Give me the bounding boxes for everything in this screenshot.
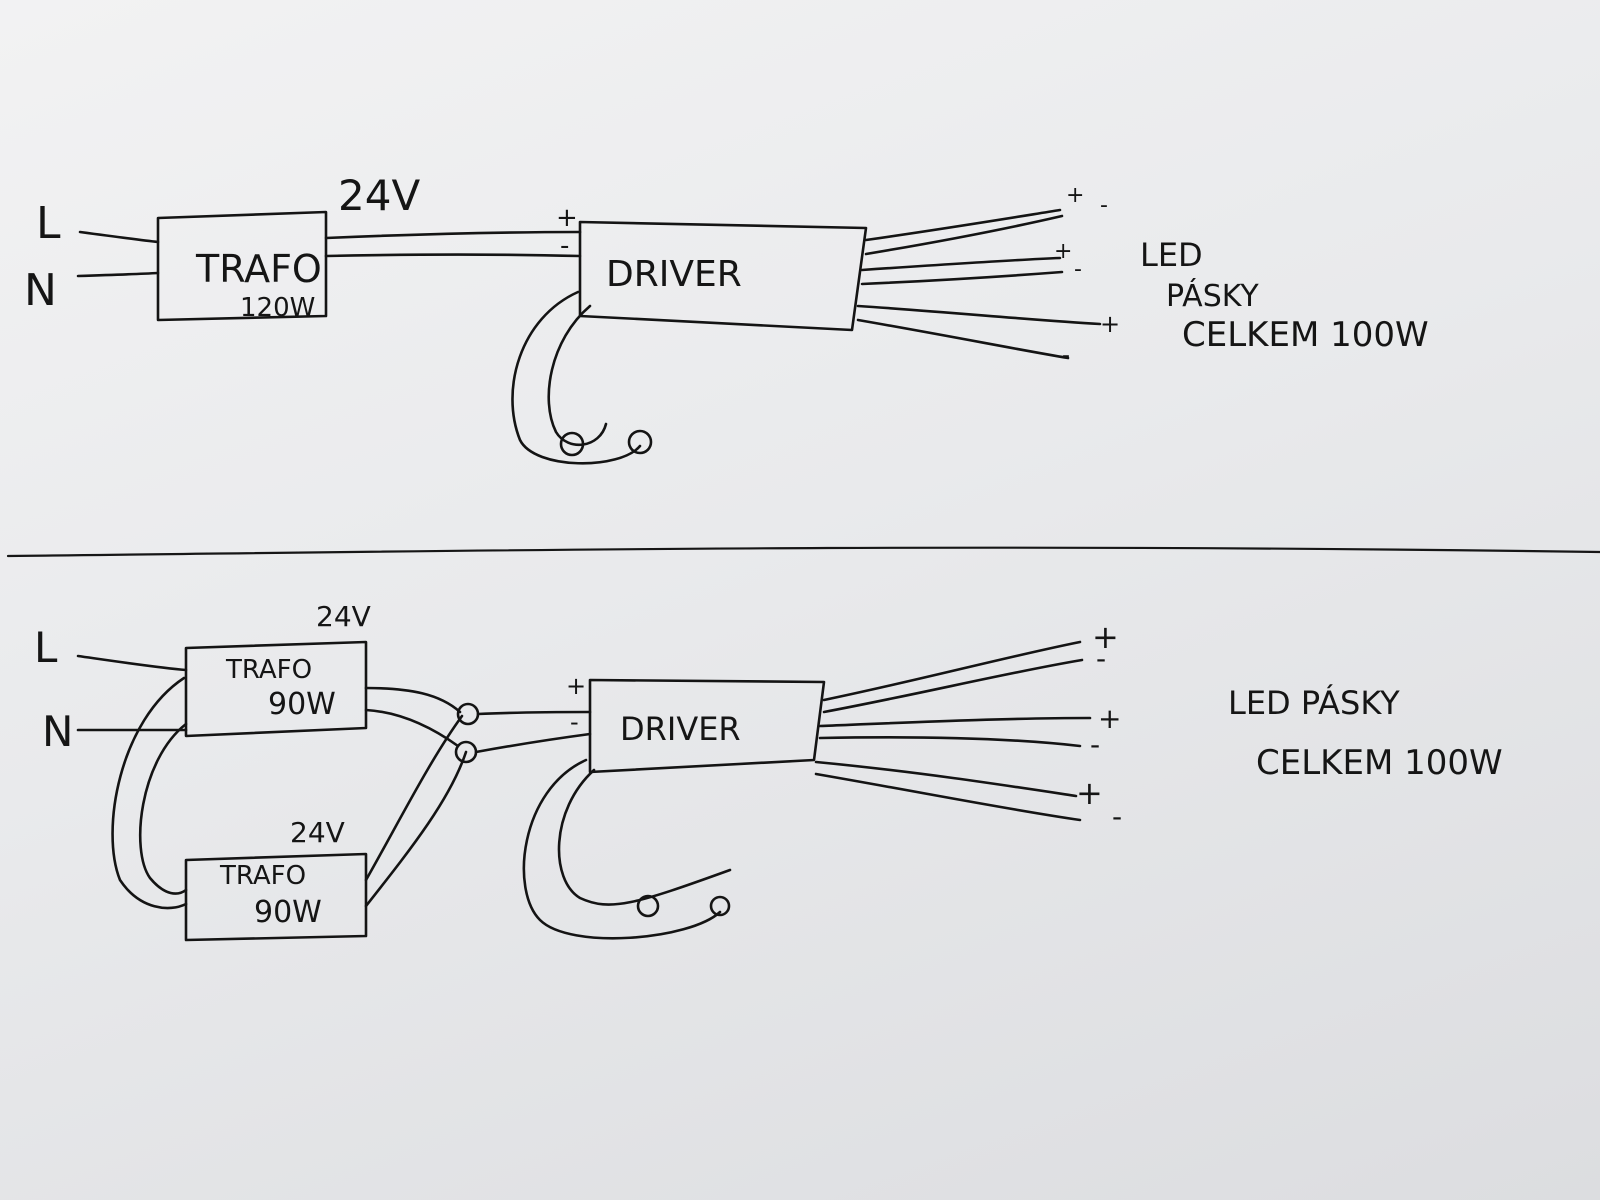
top-wire-n	[76, 271, 160, 278]
bottom-trafo1-box	[184, 640, 368, 738]
bottom-trafo2-label: TRAFO	[219, 861, 306, 891]
bottom-trafo1-out-pos	[364, 686, 462, 714]
bottom-led-label-1: LED PÁSKY	[1228, 684, 1400, 722]
top-remote-wire-2	[547, 304, 608, 447]
top-remote-wire-1	[511, 290, 642, 465]
top-driver-box	[578, 220, 868, 332]
bottom-out-label-3: +	[1098, 702, 1121, 735]
top-wire-positive	[324, 230, 582, 240]
top-out-6	[856, 318, 1070, 360]
top-driver-plus: +	[556, 203, 578, 233]
bottom-diagram: L N TRAFO 90W 24V TRAFO 90W 24V + - DRIV…	[34, 600, 1503, 942]
top-input-l: L	[36, 198, 61, 249]
section-divider	[6, 546, 1600, 558]
bottom-trafo1-label: TRAFO	[225, 655, 312, 685]
top-out-label-1: +	[1066, 183, 1084, 208]
bottom-out-label-4: -	[1090, 728, 1100, 761]
bottom-trafo2-out-neg	[364, 750, 468, 908]
bottom-driver-plus: +	[566, 672, 586, 700]
top-trafo-label: TRAFO	[195, 247, 322, 291]
top-out-label-4: -	[1074, 257, 1082, 282]
bottom-led-label-2: CELKEM 100W	[1256, 743, 1503, 783]
bottom-trafo2-out-pos	[364, 714, 464, 882]
bottom-wire-n-branch	[139, 722, 188, 895]
bottom-voltage-1: 24V	[316, 600, 371, 633]
bottom-remote-wire-1	[522, 758, 722, 940]
top-out-2	[864, 214, 1064, 256]
bottom-driver-minus: -	[570, 708, 579, 736]
top-diagram: L N TRAFO 120W 24V + - DRIVER + - + - + …	[24, 171, 1429, 465]
bottom-out-label-5: +	[1076, 774, 1103, 812]
bottom-trafo1-out-neg	[364, 708, 460, 748]
bottom-out-5	[814, 760, 1078, 798]
bottom-input-n: N	[42, 707, 73, 756]
bottom-wire-negative	[474, 732, 592, 754]
top-out-label-6: -	[1062, 343, 1070, 368]
bottom-input-l: L	[34, 623, 58, 672]
top-driver-minus: -	[560, 231, 569, 261]
top-out-3	[860, 256, 1062, 272]
top-out-5	[856, 304, 1102, 326]
bottom-out-label-1: +	[1092, 618, 1119, 656]
bottom-driver-box	[588, 678, 826, 774]
bottom-remote-button-2	[709, 895, 731, 917]
bottom-voltage-2: 24V	[290, 816, 345, 849]
top-driver-label: DRIVER	[606, 254, 742, 295]
top-wire-negative	[324, 253, 582, 258]
top-out-label-3: +	[1054, 239, 1072, 264]
top-led-label-2: PÁSKY	[1166, 278, 1259, 314]
bottom-out-4	[818, 735, 1082, 748]
bottom-wire-l	[76, 654, 188, 672]
top-out-label-5: +	[1100, 310, 1120, 338]
bottom-wire-positive	[476, 710, 592, 716]
bottom-out-label-2: -	[1096, 642, 1106, 675]
top-led-label-1: LED	[1140, 236, 1203, 274]
bottom-remote-button-1	[636, 894, 660, 918]
bottom-out-2	[822, 658, 1084, 714]
bottom-out-6	[814, 772, 1082, 822]
bottom-out-1	[822, 640, 1082, 702]
bottom-out-label-6: -	[1112, 800, 1122, 833]
top-out-4	[860, 270, 1064, 286]
top-voltage-label: 24V	[338, 171, 420, 220]
top-wire-l	[78, 230, 160, 244]
top-remote-button-2	[627, 429, 653, 455]
top-remote-button-1	[559, 431, 585, 457]
top-input-n: N	[24, 265, 57, 316]
bottom-junction-positive	[456, 702, 480, 726]
bottom-out-3	[818, 716, 1092, 728]
top-out-label-2: -	[1100, 193, 1108, 218]
top-trafo-box	[156, 210, 328, 322]
bottom-trafo1-power: 90W	[268, 687, 336, 722]
bottom-wire-l-branch	[111, 676, 188, 910]
top-led-label-3: CELKEM 100W	[1182, 315, 1429, 355]
top-trafo-power: 120W	[240, 293, 315, 323]
bottom-trafo2-box	[184, 852, 368, 942]
bottom-trafo2-power: 90W	[254, 895, 322, 930]
bottom-driver-label: DRIVER	[620, 710, 741, 748]
top-out-1	[864, 208, 1062, 242]
bottom-remote-wire-2	[557, 768, 732, 906]
